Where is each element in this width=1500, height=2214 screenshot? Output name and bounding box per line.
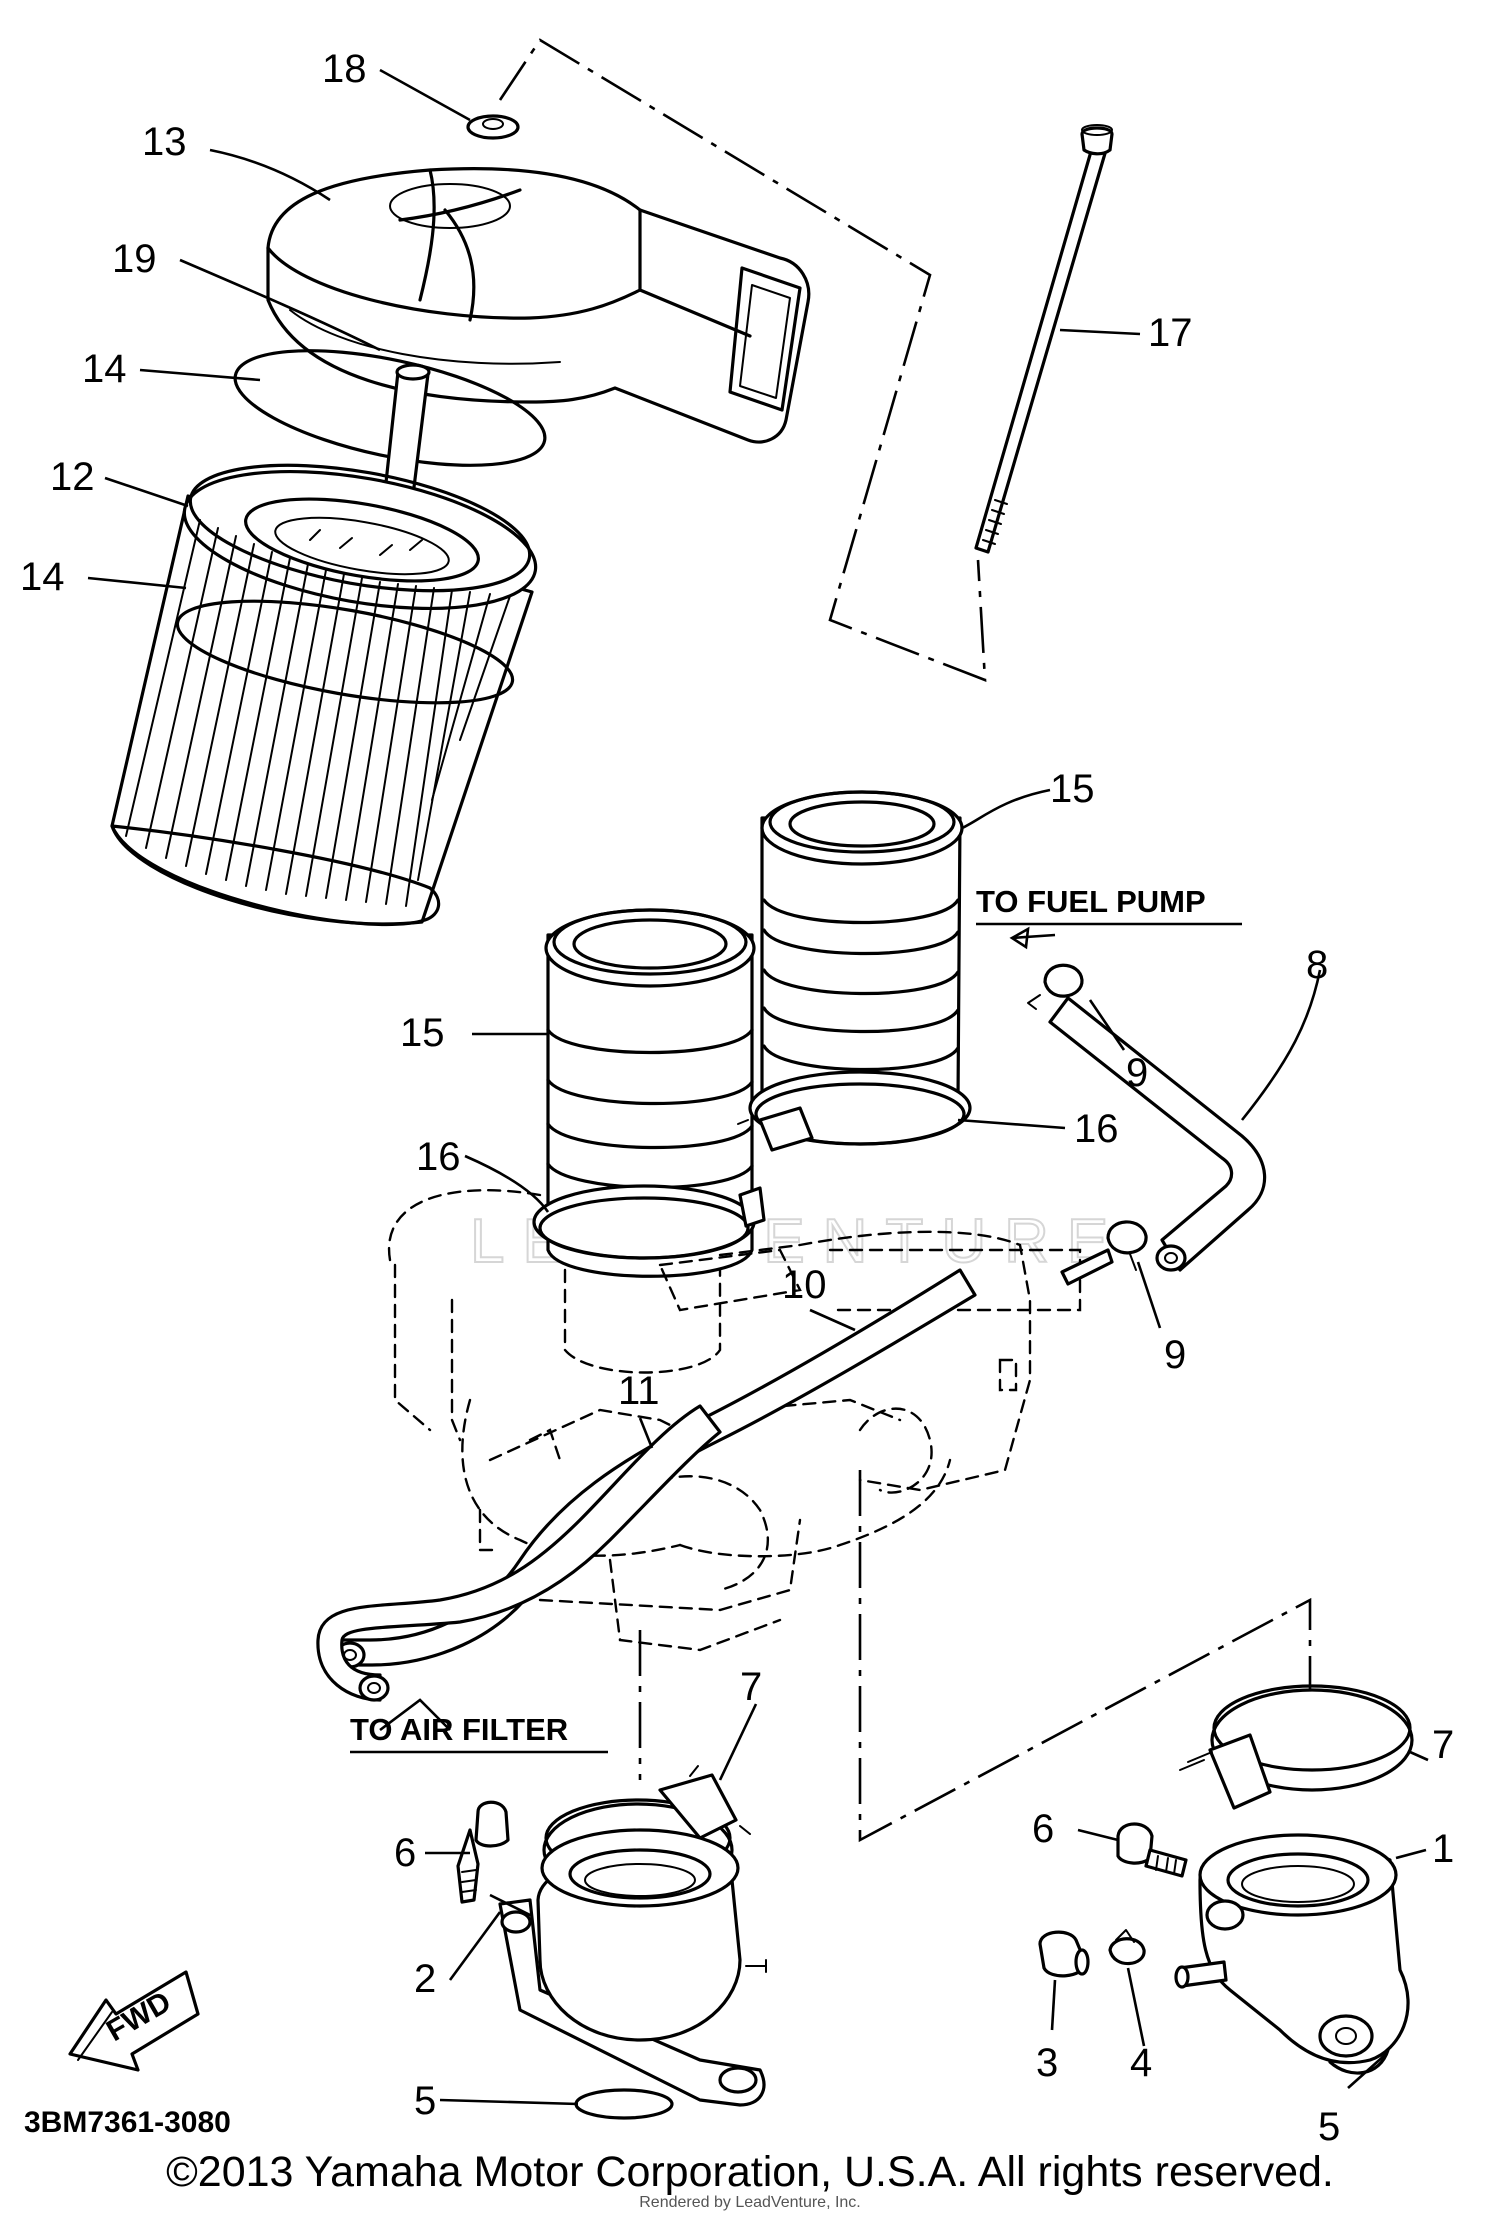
callout-16-right: 16 bbox=[1074, 1107, 1119, 1151]
nut-18 bbox=[466, 114, 520, 140]
gasket-5-left bbox=[574, 2088, 674, 2120]
manifold-joint-2 bbox=[498, 1828, 767, 2107]
label-to-fuel-pump: TO FUEL PUMP bbox=[976, 884, 1242, 926]
callout-15-right: 15 bbox=[1050, 767, 1095, 811]
air-filter-case-13 bbox=[266, 167, 811, 444]
o-ring-14-upper bbox=[233, 349, 547, 467]
callout-14-upper: 14 bbox=[82, 347, 127, 391]
label-to-air-filter: TO AIR FILTER bbox=[350, 1712, 608, 1754]
callout-13: 13 bbox=[142, 120, 187, 164]
assembly-line-bolt bbox=[489, 1893, 541, 1922]
leader-lines bbox=[87, 68, 1429, 2106]
hose-11 bbox=[316, 1404, 722, 1702]
band-7-right bbox=[1179, 1684, 1414, 1810]
assembly-line-right bbox=[858, 1470, 1312, 1843]
intake-funnel-15-right bbox=[760, 790, 964, 1125]
callout-9-lower: 9 bbox=[1164, 1333, 1186, 1377]
callout-15-left: 15 bbox=[400, 1011, 445, 1055]
callout-9-upper: 9 bbox=[1126, 1051, 1148, 1095]
manifold-joint-1 bbox=[1174, 1833, 1410, 2065]
bolt-6-right bbox=[1116, 1822, 1188, 1878]
rendered-by-notice: Rendered by LeadVenture, Inc. bbox=[639, 2194, 861, 2211]
fwd-arrow-icon: FWD bbox=[68, 1970, 200, 2072]
air-filter-element-12 bbox=[110, 463, 538, 927]
callout-4: 4 bbox=[1130, 2041, 1152, 2085]
carburetor-outline bbox=[387, 1189, 1082, 1652]
hose-clip-9-upper bbox=[1027, 963, 1084, 1010]
callout-7-left: 7 bbox=[740, 1665, 762, 1709]
callout-1: 1 bbox=[1432, 1827, 1454, 1871]
callout-18: 18 bbox=[322, 47, 367, 91]
callout-8: 8 bbox=[1306, 943, 1328, 987]
to-fuel-pump-text: TO FUEL PUMP bbox=[976, 884, 1206, 919]
bolt-17 bbox=[974, 124, 1114, 554]
callout-7-right: 7 bbox=[1432, 1723, 1454, 1767]
cap-3 bbox=[1038, 1930, 1090, 1978]
callout-6-left: 6 bbox=[394, 1831, 416, 1875]
callout-6-right: 6 bbox=[1032, 1807, 1054, 1851]
band-16-right bbox=[737, 1070, 972, 1152]
callout-14-lower: 14 bbox=[20, 555, 65, 599]
callout-10: 10 bbox=[782, 1263, 827, 1307]
callout-5-left: 5 bbox=[414, 2079, 436, 2123]
band-16-left bbox=[532, 1184, 766, 1260]
copyright-notice: ©2013 Yamaha Motor Corporation, U.S.A. A… bbox=[166, 2148, 1334, 2196]
callout-2: 2 bbox=[414, 1957, 436, 2001]
to-air-filter-text: TO AIR FILTER bbox=[350, 1712, 568, 1747]
drawing-code: 3BM7361-3080 bbox=[24, 2106, 231, 2139]
bolt-6-left bbox=[456, 1800, 510, 1904]
callout-5-right: 5 bbox=[1318, 2105, 1340, 2149]
callout-11: 11 bbox=[618, 1369, 660, 1413]
hose-clip-9-lower bbox=[1060, 1220, 1148, 1286]
clip-4 bbox=[1108, 1929, 1146, 1966]
callout-12: 12 bbox=[50, 455, 95, 499]
callout-16-left: 16 bbox=[416, 1135, 461, 1179]
callout-17: 17 bbox=[1148, 311, 1193, 355]
callout-19: 19 bbox=[112, 237, 157, 281]
callout-3: 3 bbox=[1036, 2041, 1058, 2085]
assembly-line-top bbox=[498, 38, 987, 682]
callout-numbers: 18 13 19 14 12 14 17 15 15 8 9 16 16 9 1… bbox=[20, 47, 1454, 2149]
hose-8 bbox=[1048, 996, 1267, 1272]
